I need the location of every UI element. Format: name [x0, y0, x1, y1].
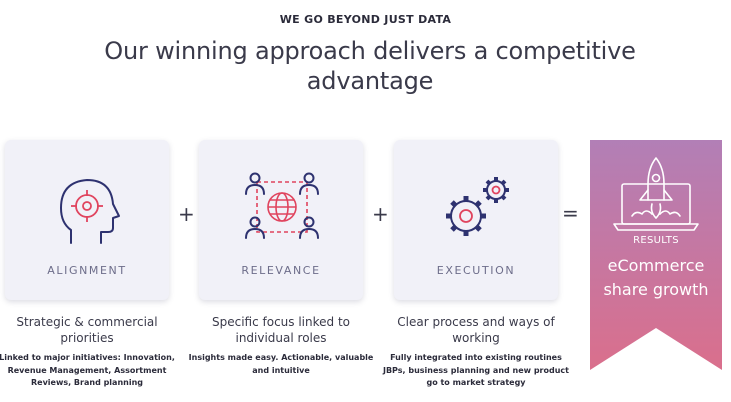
banner-ribbon-shape [590, 140, 722, 370]
alignment-card: ALIGNMENT [5, 140, 169, 300]
relevance-detail: Insights made easy. Actionable, valuable… [188, 353, 374, 375]
execution-card: EXECUTION [394, 140, 558, 300]
laptop-rocket-icon [613, 157, 699, 231]
execution-caption: Clear process and ways of working [397, 315, 555, 345]
execution-detail: Fully integrated into existing routines … [382, 353, 569, 387]
results-banner: RESULTS eCommerce share growth [590, 140, 722, 370]
execution-label: EXECUTION [436, 264, 516, 277]
relevance-card: RELEVANCE [199, 140, 363, 300]
alignment-label: ALIGNMENT [47, 264, 127, 277]
gears-icon [446, 177, 509, 236]
results-label: RESULTS [633, 235, 679, 246]
people-globe-network-icon [245, 172, 319, 239]
alignment-caption: Strategic & commercial priorities [16, 315, 158, 345]
plus-operator: + [372, 202, 389, 226]
alignment-detail: Linked to major initiatives: Innovation,… [0, 353, 175, 387]
equals-operator: = [562, 201, 579, 225]
relevance-caption: Specific focus linked to individual role… [211, 315, 350, 345]
eyebrow-heading: WE GO BEYOND JUST DATA [279, 13, 452, 26]
results-headline: eCommerce share growth [603, 256, 709, 299]
head-target-icon [60, 179, 120, 244]
plus-operator: + [178, 202, 195, 226]
relevance-label: RELEVANCE [241, 264, 321, 277]
page-title: Our winning approach delivers a competit… [104, 37, 636, 95]
